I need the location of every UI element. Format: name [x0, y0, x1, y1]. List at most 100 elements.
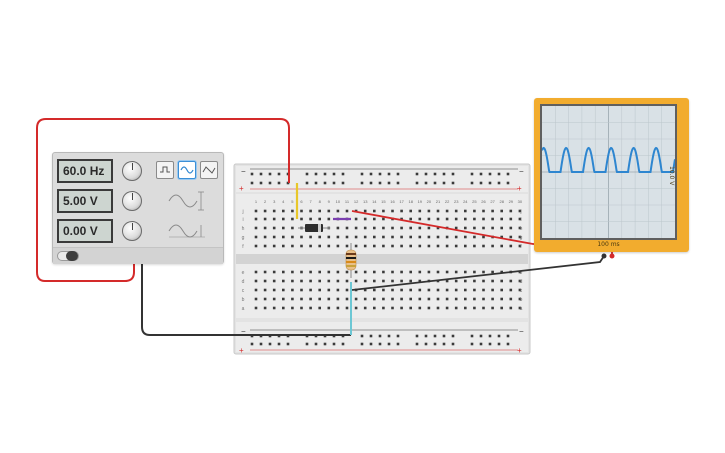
breadboard-hole[interactable]: [473, 244, 476, 248]
breadboard-hole[interactable]: [488, 172, 492, 176]
breadboard-hole[interactable]: [454, 209, 458, 213]
breadboard-hole[interactable]: [409, 226, 412, 230]
breadboard-hole[interactable]: [464, 226, 467, 230]
breadboard-hole[interactable]: [309, 288, 312, 292]
breadboard-hole[interactable]: [336, 235, 340, 239]
breadboard-hole[interactable]: [424, 181, 428, 185]
breadboard-hole[interactable]: [382, 279, 385, 283]
breadboard-hole[interactable]: [396, 172, 400, 176]
breadboard-hole[interactable]: [509, 244, 513, 248]
scope-probe-terminal[interactable]: [609, 253, 615, 259]
breadboard-hole[interactable]: [254, 244, 258, 248]
breadboard-hole[interactable]: [254, 270, 258, 274]
breadboard-hole[interactable]: [451, 342, 455, 346]
breadboard-hole[interactable]: [433, 342, 437, 346]
breadboard-hole[interactable]: [500, 217, 503, 221]
breadboard-hole[interactable]: [442, 334, 446, 338]
breadboard-hole[interactable]: [291, 217, 294, 221]
breadboard-hole[interactable]: [272, 226, 276, 230]
breadboard-hole[interactable]: [318, 244, 321, 248]
breadboard-hole[interactable]: [268, 342, 272, 346]
breadboard-hole[interactable]: [254, 288, 258, 292]
breadboard-hole[interactable]: [482, 244, 485, 248]
breadboard-hole[interactable]: [409, 217, 412, 221]
square-wave-button[interactable]: [156, 161, 174, 179]
breadboard-hole[interactable]: [282, 209, 285, 213]
triangle-wave-button[interactable]: [200, 161, 218, 179]
breadboard-hole[interactable]: [400, 279, 403, 283]
breadboard-hole[interactable]: [400, 209, 403, 213]
breadboard-hole[interactable]: [254, 217, 258, 221]
breadboard-hole[interactable]: [506, 172, 510, 176]
breadboard-hole[interactable]: [454, 226, 458, 230]
breadboard-hole[interactable]: [387, 172, 391, 176]
breadboard-hole[interactable]: [363, 279, 367, 283]
breadboard-hole[interactable]: [445, 279, 449, 283]
breadboard-hole[interactable]: [418, 288, 422, 292]
breadboard-hole[interactable]: [254, 209, 258, 213]
breadboard-hole[interactable]: [500, 306, 503, 310]
breadboard-hole[interactable]: [382, 244, 385, 248]
breadboard-hole[interactable]: [418, 209, 422, 213]
breadboard-hole[interactable]: [488, 181, 492, 185]
breadboard-hole[interactable]: [345, 244, 349, 248]
breadboard-hole[interactable]: [272, 279, 276, 283]
breadboard-hole[interactable]: [445, 209, 449, 213]
breadboard-hole[interactable]: [345, 270, 349, 274]
breadboard-hole[interactable]: [309, 217, 312, 221]
breadboard-hole[interactable]: [277, 181, 281, 185]
breadboard-hole[interactable]: [415, 181, 419, 185]
breadboard-hole[interactable]: [263, 226, 267, 230]
breadboard-hole[interactable]: [309, 235, 312, 239]
breadboard-hole[interactable]: [479, 181, 483, 185]
breadboard-hole[interactable]: [470, 172, 474, 176]
breadboard-hole[interactable]: [424, 172, 428, 176]
breadboard-hole[interactable]: [345, 209, 349, 213]
breadboard-hole[interactable]: [360, 172, 364, 176]
breadboard-hole[interactable]: [363, 217, 367, 221]
breadboard-hole[interactable]: [500, 209, 503, 213]
breadboard-hole[interactable]: [427, 235, 431, 239]
breadboard-hole[interactable]: [282, 297, 285, 301]
breadboard-hole[interactable]: [363, 270, 367, 274]
breadboard-hole[interactable]: [363, 297, 367, 301]
sine-wave-button[interactable]: [178, 161, 196, 179]
breadboard-hole[interactable]: [300, 279, 303, 283]
breadboard-hole[interactable]: [482, 209, 485, 213]
breadboard-hole[interactable]: [259, 172, 263, 176]
breadboard-hole[interactable]: [336, 279, 340, 283]
breadboard-hole[interactable]: [282, 279, 285, 283]
breadboard-hole[interactable]: [518, 209, 522, 213]
breadboard-hole[interactable]: [473, 226, 476, 230]
breadboard-hole[interactable]: [354, 306, 358, 310]
breadboard-hole[interactable]: [300, 270, 303, 274]
breadboard-hole[interactable]: [436, 226, 440, 230]
breadboard-hole[interactable]: [482, 217, 485, 221]
breadboard-hole[interactable]: [482, 297, 485, 301]
breadboard-hole[interactable]: [391, 235, 394, 239]
breadboard-hole[interactable]: [418, 270, 422, 274]
breadboard-hole[interactable]: [442, 172, 446, 176]
breadboard-hole[interactable]: [345, 279, 349, 283]
breadboard-hole[interactable]: [282, 288, 285, 292]
breadboard-hole[interactable]: [488, 342, 492, 346]
breadboard-hole[interactable]: [323, 181, 327, 185]
breadboard-hole[interactable]: [373, 244, 376, 248]
breadboard-hole[interactable]: [272, 306, 276, 310]
breadboard-hole[interactable]: [382, 297, 385, 301]
breadboard-hole[interactable]: [291, 279, 294, 283]
breadboard-hole[interactable]: [491, 306, 494, 310]
breadboard-hole[interactable]: [396, 181, 400, 185]
breadboard-hole[interactable]: [378, 334, 382, 338]
black-wire-generator-ground[interactable]: [141, 254, 351, 336]
breadboard-hole[interactable]: [336, 306, 340, 310]
breadboard-hole[interactable]: [354, 297, 358, 301]
breadboard-hole[interactable]: [382, 270, 385, 274]
breadboard-hole[interactable]: [378, 342, 382, 346]
breadboard-hole[interactable]: [327, 209, 331, 213]
breadboard-hole[interactable]: [473, 235, 476, 239]
breadboard-hole[interactable]: [354, 279, 358, 283]
breadboard-hole[interactable]: [436, 235, 440, 239]
breadboard-hole[interactable]: [369, 172, 373, 176]
